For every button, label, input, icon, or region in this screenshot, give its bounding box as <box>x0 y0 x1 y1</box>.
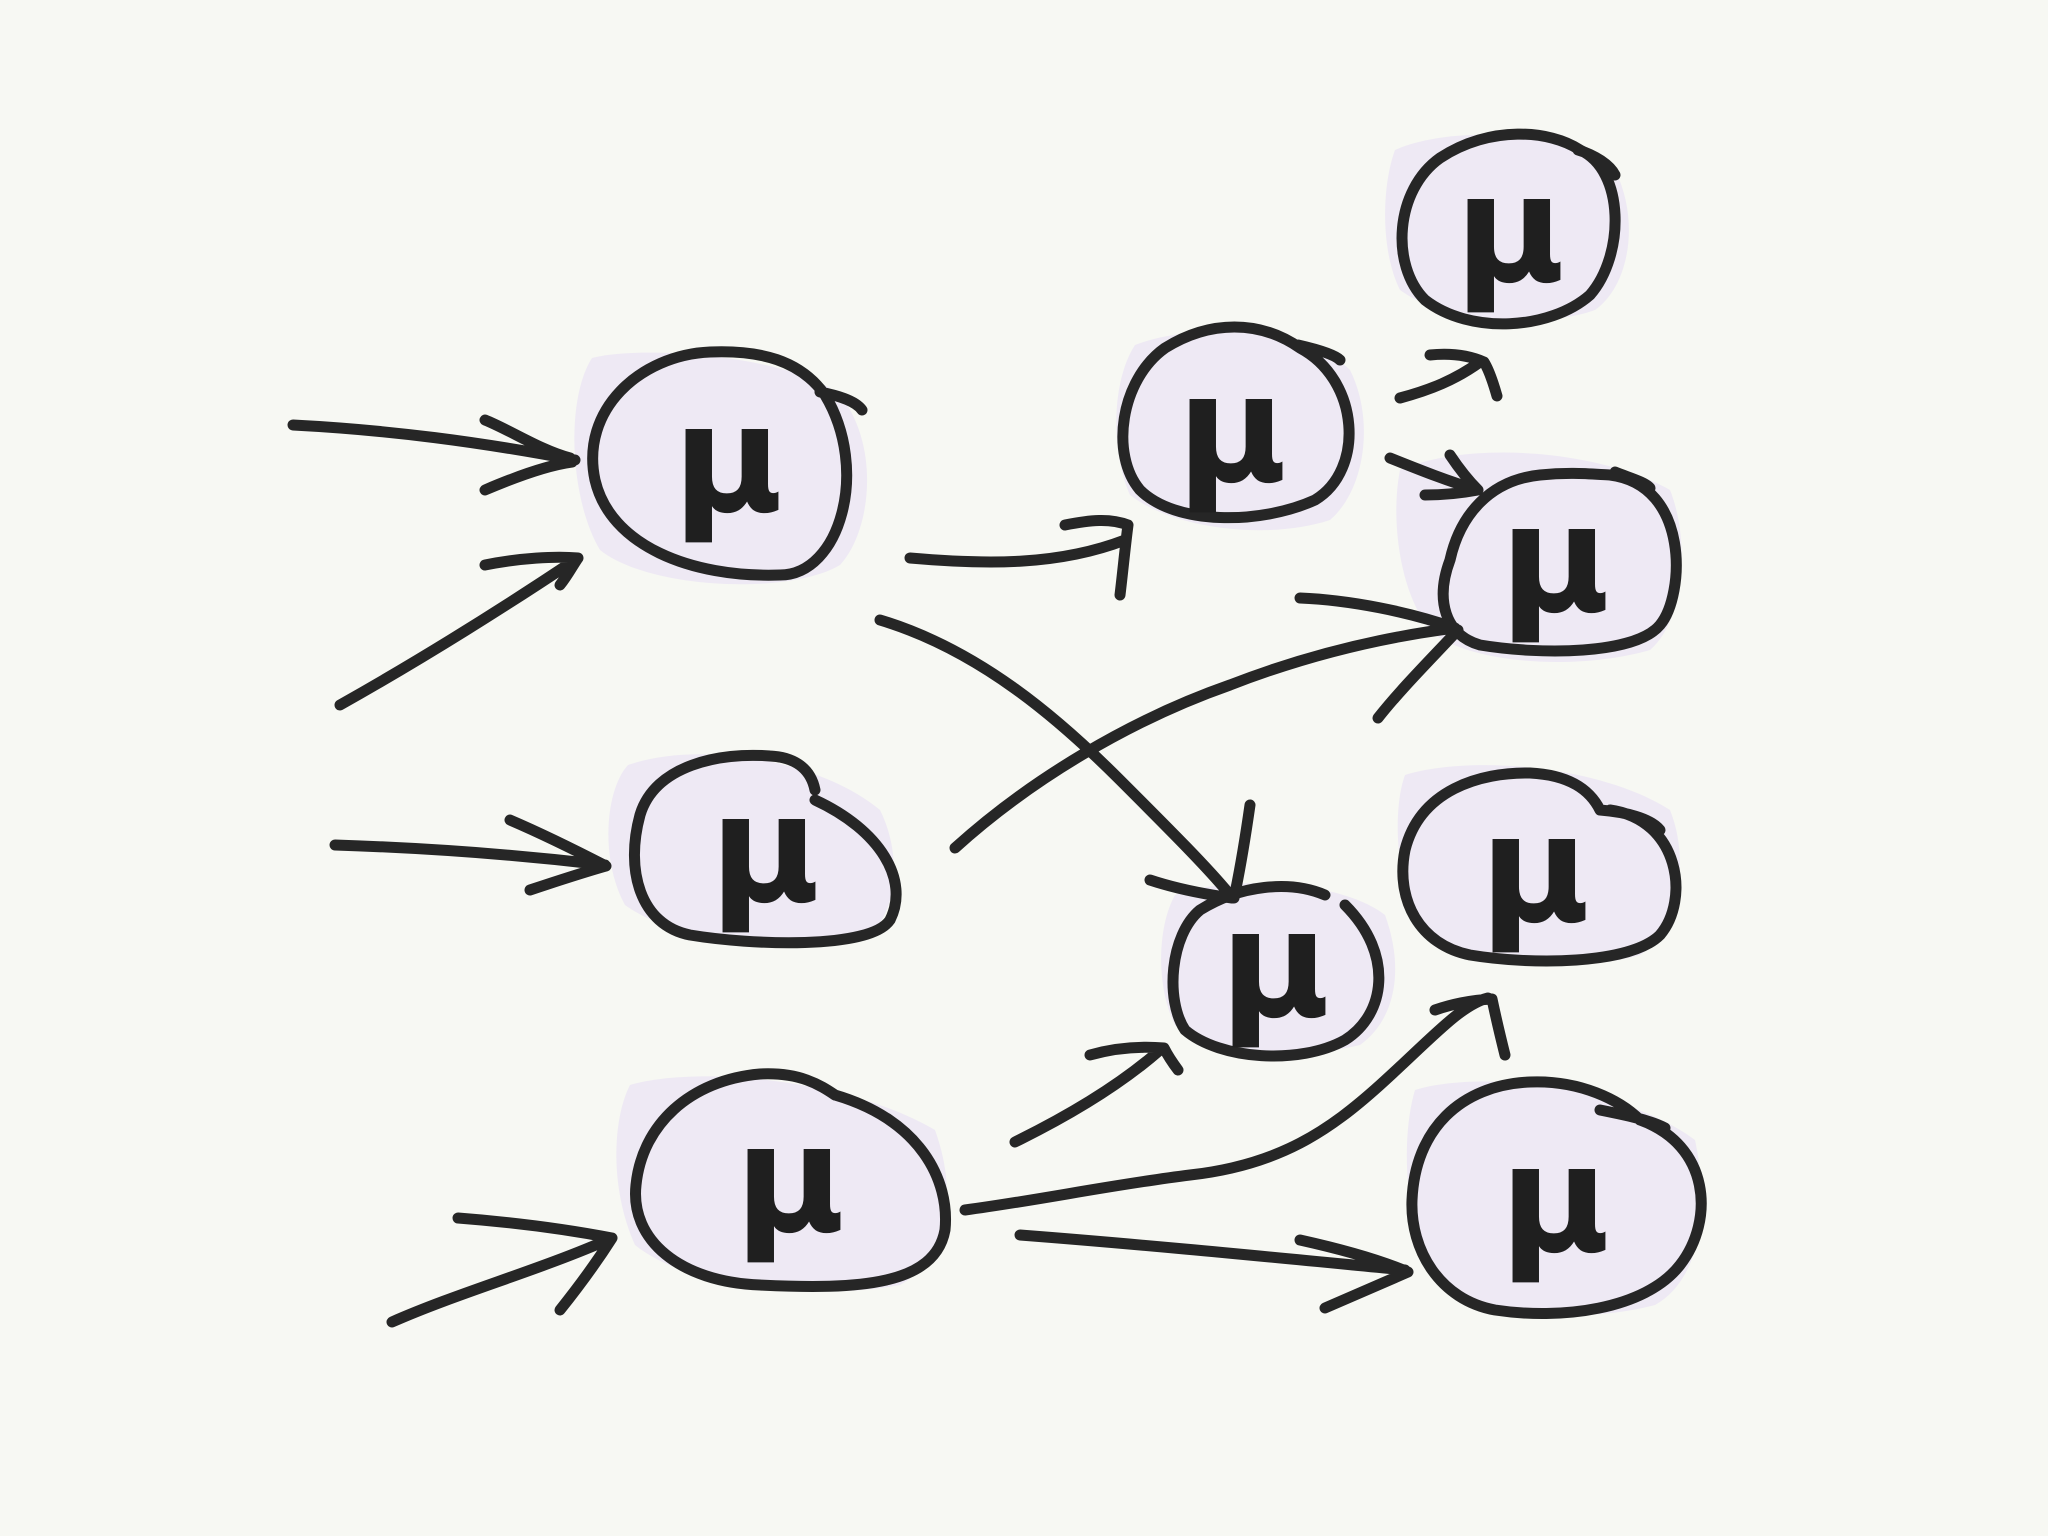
edge-n1-n4 <box>904 514 1134 601</box>
node-label-n7: μ <box>1220 878 1330 1052</box>
node-label-n3: μ <box>735 1093 845 1267</box>
edge-in-n3 <box>386 1212 618 1328</box>
edge-n4-n6 <box>1384 449 1484 501</box>
node-label-n2: μ <box>710 763 820 937</box>
edge-in-n1-b <box>334 551 584 711</box>
node-wash-n7 <box>1161 883 1396 1054</box>
node-outline-n4 <box>1117 321 1355 524</box>
edge-n3-n8 <box>959 992 1511 1216</box>
node-outline-n8 <box>1397 767 1682 967</box>
edge-n4-n5 <box>1394 348 1503 404</box>
node-wash-n4 <box>1116 331 1364 531</box>
node-label-n8: μ <box>1480 783 1590 957</box>
edges <box>287 348 1511 1328</box>
node-labels: μ μ μ μ μ μ μ μ μ <box>673 143 1610 1287</box>
node-outline-n6 <box>1437 466 1682 657</box>
node-outline-n9 <box>1406 1076 1707 1319</box>
node-outlines <box>587 128 1707 1319</box>
node-outline-n5 <box>1396 128 1621 330</box>
node-wash-n3 <box>616 1076 948 1292</box>
node-label-n9: μ <box>1500 1113 1610 1287</box>
edge-n2-n6 <box>949 592 1464 854</box>
node-wash-n5 <box>1385 134 1629 321</box>
edge-n3-n9 <box>1014 1229 1414 1314</box>
edge-n1-n7 <box>874 614 1256 904</box>
node-outline-n3 <box>630 1068 952 1292</box>
node-outline-n2 <box>628 749 902 949</box>
node-label-n6: μ <box>1500 473 1610 647</box>
node-label-n5: μ <box>1455 143 1565 317</box>
edge-in-n2 <box>329 814 612 896</box>
node-outline-n1 <box>587 346 868 581</box>
node-wash-n6 <box>1396 452 1682 662</box>
node-wash-n1 <box>574 352 868 585</box>
edge-in-n1-a <box>287 414 581 496</box>
node-wash-n9 <box>1406 1081 1702 1316</box>
node-label-n1: μ <box>673 373 783 547</box>
node-label-n4: μ <box>1177 343 1287 517</box>
edge-n3-n7 <box>1009 1041 1184 1148</box>
